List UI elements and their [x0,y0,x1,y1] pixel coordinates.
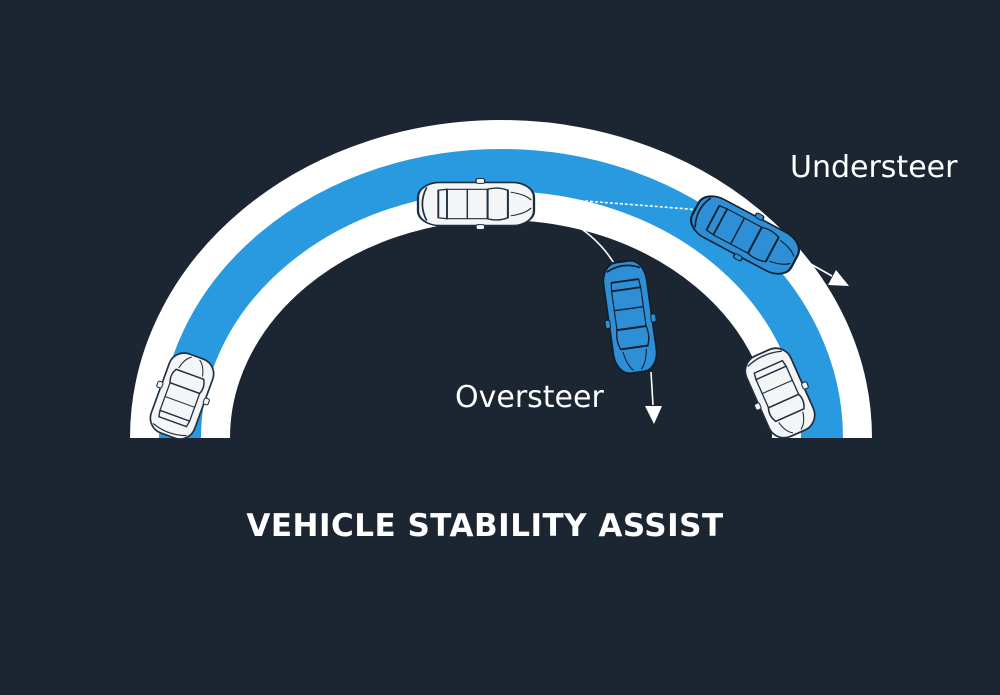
car-at-apex [416,177,536,231]
ideal-path [159,149,843,439]
oversteer-trajectory [529,205,619,271]
oversteer-arrow [645,371,662,424]
understeer-label: Understeer [790,150,958,185]
diagram-title: VEHICLE STABILITY ASSIST [246,508,724,544]
oversteer-label: Oversteer [455,380,604,415]
understeer-arrow [799,257,849,286]
understeer-trajectory [529,196,701,211]
